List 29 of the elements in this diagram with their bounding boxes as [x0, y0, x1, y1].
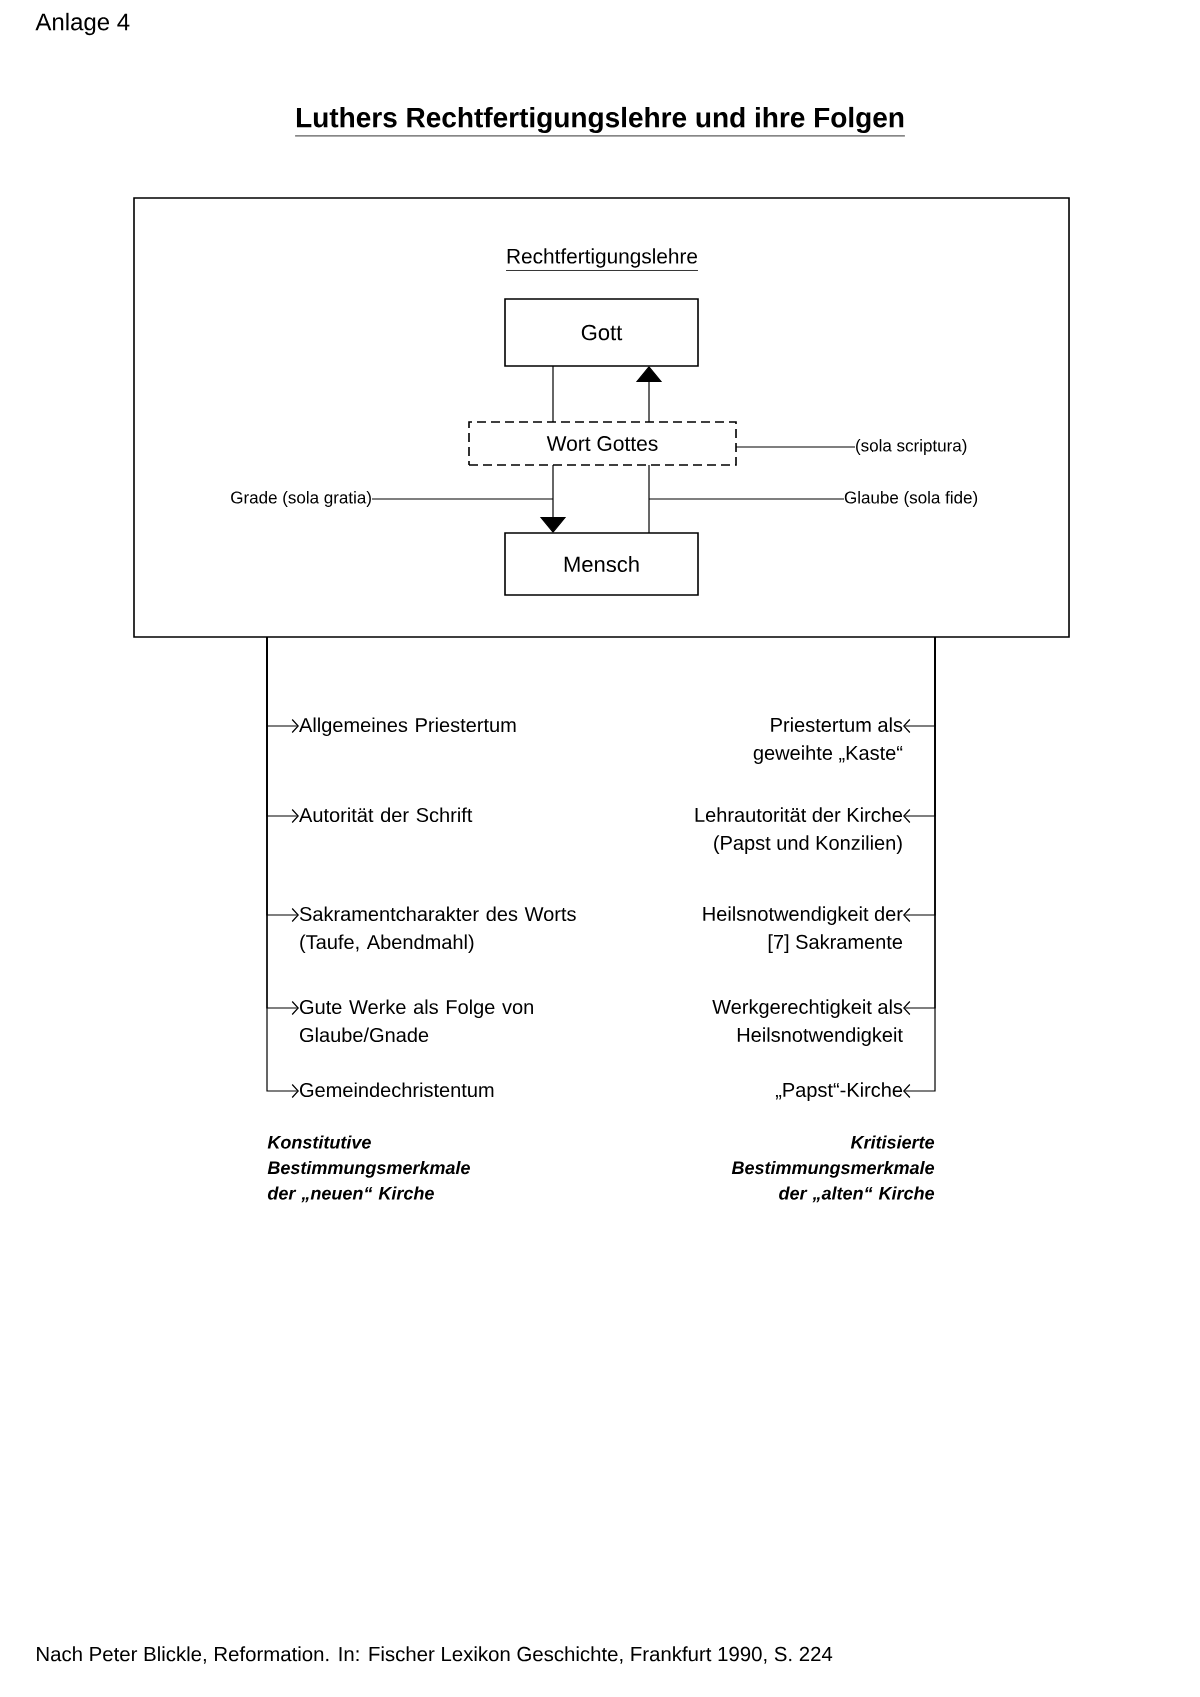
list-item: Gute Werke als Folge von Glaube/Gnade — [300, 999, 533, 1043]
list-item: Gemeindechristentum — [300, 1082, 494, 1098]
page-label: Anlage 4 — [35, 12, 130, 36]
box-heading: Rechtfertigungslehre — [505, 248, 699, 271]
connector-line — [552, 365, 554, 423]
column-caption: Konstitutive Bestimmungsmerkmale der „neuen“ Kirche — [267, 1135, 470, 1203]
list-item: Autorität der Schrift — [299, 807, 473, 823]
leader-line — [371, 498, 554, 500]
list-item: Allgemeines Priestertum — [299, 717, 516, 737]
text-box: Mensch — [504, 532, 699, 596]
text-box: Gott — [504, 298, 699, 367]
arrow — [266, 636, 299, 1099]
list-item: Priestertum als geweihte „Kaste“ — [753, 717, 903, 764]
leader-line — [735, 446, 856, 448]
title: Luthers Rechtfertigungslehre und ihre Folgen — [294, 106, 906, 137]
list-item: „Papst“-Kirche — [775, 1082, 903, 1101]
leader-line — [648, 498, 845, 500]
column-caption: Kritisierte Bestimmungsmerkmale der „alten“ Kirche — [731, 1135, 935, 1203]
connector-line — [648, 464, 650, 534]
list-item: Sakramentcharakter des Worts (Taufe, Abendmahl) — [299, 906, 576, 954]
source-note: Nach Peter Blickle, Reformation. In: Fischer Lexikon Geschichte, Frankfurt 1990, S. 224 — [37, 1646, 833, 1664]
list-item: Lehrautorität der Kirche (Papst und Konzilien) — [695, 807, 903, 854]
side-label: Grade (sola gratia) — [231, 491, 371, 507]
side-label: Glaube (sola fide) — [844, 491, 978, 507]
list-item: Werkgerechtigkeit als Heilsnotwendigkeit — [712, 999, 903, 1046]
list-item: Heilsnotwendigkeit der [7] Sakramente — [703, 906, 903, 953]
side-label: (sola scriptura) — [856, 439, 967, 455]
arrow — [903, 636, 936, 1099]
dashed-box: Wort Gottes — [468, 421, 737, 466]
